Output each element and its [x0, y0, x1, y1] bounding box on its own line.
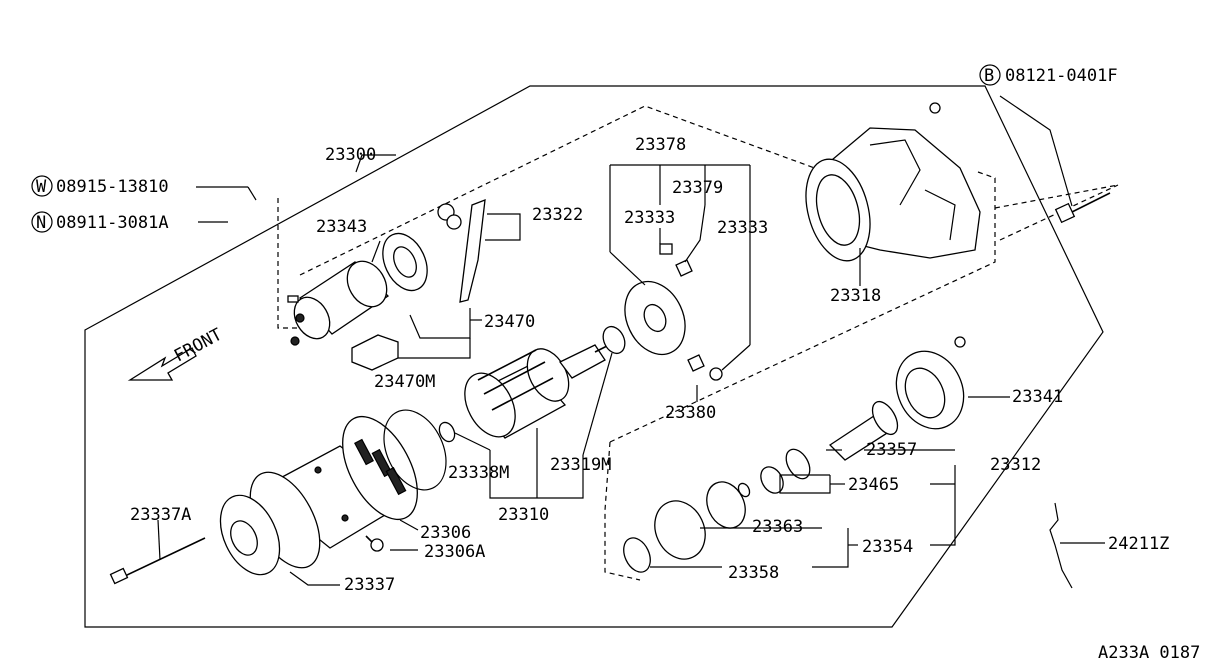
leader-lines [157, 95, 1105, 586]
top-screw-part [929, 102, 941, 114]
label-23363: 23363 [752, 517, 803, 537]
label-23337: 23337 [344, 575, 395, 595]
upper-dash-box [299, 105, 821, 276]
front-housing-part [805, 127, 981, 262]
n-marker-icon [31, 211, 53, 233]
solenoid-dash-box [277, 198, 300, 329]
bearing-23338m-part [438, 421, 456, 443]
through-bolt-part [109, 537, 206, 585]
label-23322: 23322 [532, 205, 583, 225]
label-08915-13810: 08915-13810 [56, 177, 169, 197]
label-23379: 23379 [672, 178, 723, 198]
label-23318: 23318 [830, 286, 881, 306]
brush-holder-part [624, 243, 723, 381]
label-23470m: 23470M [374, 372, 435, 392]
housing-dash-box [609, 171, 996, 443]
harness-part [1049, 502, 1073, 589]
b-marker-letter: B [984, 66, 994, 86]
front-arrow-icon [127, 347, 197, 381]
label-23465: 23465 [848, 475, 899, 495]
label-23357: 23357 [866, 440, 917, 460]
label-23358: 23358 [728, 563, 779, 583]
label-23306: 23306 [420, 523, 471, 543]
shaft-part [828, 400, 899, 461]
label-23337a: 23337A [130, 505, 191, 525]
label-23333-left: 23333 [624, 208, 675, 228]
label-23312: 23312 [990, 455, 1041, 475]
label-23341: 23341 [1012, 387, 1063, 407]
o-ring-part [383, 409, 447, 491]
armature-part [464, 341, 616, 439]
clutch-parts [623, 448, 811, 573]
pinion-dash-box [604, 441, 641, 581]
yoke-part [249, 415, 418, 569]
screw-part [365, 535, 384, 552]
housing-bolt-part [1054, 192, 1111, 224]
label-23378: 23378 [635, 135, 686, 155]
label-08911-3081a: 08911-3081A [56, 213, 169, 233]
label-23310: 23310 [498, 505, 549, 525]
label-24211z: 24211Z [1108, 534, 1169, 554]
label-23354: 23354 [862, 537, 913, 557]
label-front: FRONT [171, 325, 226, 367]
label-23319m: 23319M [550, 455, 611, 475]
solenoid-part [287, 260, 390, 346]
bolt-dash-line [994, 184, 1119, 209]
label-23306a: 23306A [424, 542, 485, 562]
w-marker-letter: W [36, 177, 47, 197]
center-bracket-part [895, 336, 966, 430]
label-23333-right: 23333 [717, 218, 768, 238]
bearing-23319m-part [602, 325, 626, 355]
figure-code: A233A 0187 [1098, 643, 1200, 663]
assembly-outline [84, 85, 1104, 628]
label-23380: 23380 [665, 403, 716, 423]
rear-cover-part [219, 494, 281, 576]
label-23338m: 23338M [448, 463, 509, 483]
bracket-part [351, 232, 428, 371]
w-marker-icon [31, 175, 53, 197]
label-08121-0401f: 08121-0401F [1005, 66, 1118, 86]
label-23300: 23300 [325, 145, 376, 165]
label-23470: 23470 [484, 312, 535, 332]
lever-part [437, 199, 486, 303]
label-23343: 23343 [316, 217, 367, 237]
n-marker-letter: N [36, 213, 46, 233]
b-marker-icon [979, 64, 1001, 86]
